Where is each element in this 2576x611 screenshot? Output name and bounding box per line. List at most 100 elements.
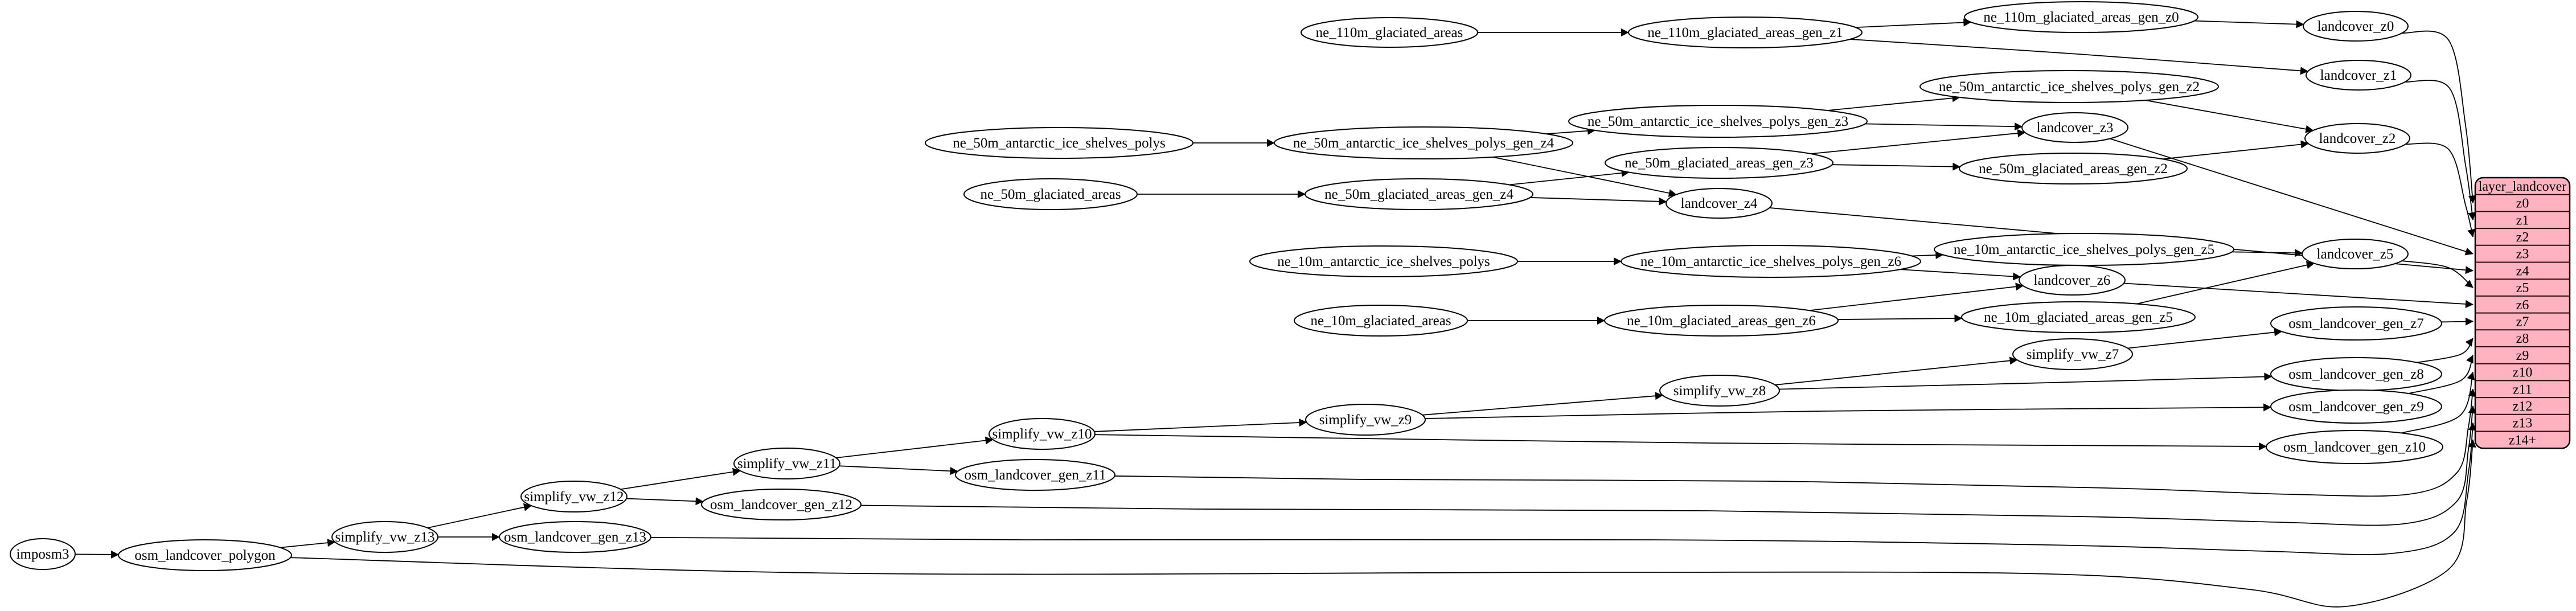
node-label-ne_10m_antarctic_ice_shelves_polys: ne_10m_antarctic_ice_shelves_polys (1277, 254, 1490, 269)
edge-landcover_z5-to-layer-row-z5 (2402, 260, 2474, 288)
node-label-ne_50m_glaciated_areas_gen_z3: ne_50m_glaciated_areas_gen_z3 (1625, 155, 1814, 171)
table-row-z14+: z14+ (2509, 433, 2536, 448)
node-label-osm_landcover_gen_z13: osm_landcover_gen_z13 (504, 530, 646, 545)
node-ne_50m_glaciated_areas_gen_z3: ne_50m_glaciated_areas_gen_z3 (1605, 147, 1833, 179)
node-shape-ne_50m_glaciated_areas (963, 178, 1138, 210)
node-shape-simplify_vw_z10 (988, 418, 1096, 450)
edge-ne_110m_glaciated_areas_gen_z0-to-landcover_z0 (2194, 20, 2304, 28)
table-row-z10: z10 (2513, 366, 2533, 380)
edge-simplify_vw_z10-to-simplify_vw_z9 (1094, 419, 1307, 432)
node-label-osm_landcover_polygon: osm_landcover_polygon (134, 548, 276, 563)
node-landcover_z5: landcover_z5 (2302, 239, 2409, 269)
node-label-osm_landcover_gen_z11: osm_landcover_gen_z11 (965, 468, 1106, 483)
table-row-z4: z4 (2516, 264, 2529, 278)
node-ne_50m_glaciated_areas: ne_50m_glaciated_areas (963, 178, 1138, 210)
node-osm_landcover_gen_z12: osm_landcover_gen_z12 (701, 489, 862, 520)
node-ne_50m_antarctic_ice_shelves_polys_gen_z4: ne_50m_antarctic_ice_shelves_polys_gen_z… (1274, 126, 1573, 159)
node-ne_10m_glaciated_areas: ne_10m_glaciated_areas (1294, 305, 1468, 337)
node-label-landcover_z6: landcover_z6 (2034, 273, 2111, 288)
node-landcover_z3: landcover_z3 (2021, 112, 2128, 143)
table-row-z5: z5 (2516, 281, 2529, 296)
edge-ne_50m_glaciated_areas_gen_z3-to-ne_50m_glaciated_areas_gen_z2 (1832, 162, 1961, 171)
node-shape-osm_landcover_polygon (118, 539, 292, 571)
node-shape-osm_landcover_gen_z10 (2266, 430, 2443, 464)
edge-ne_50m_glaciated_areas_gen_z2-to-landcover_z2 (2163, 140, 2309, 160)
node-shape-ne_10m_glaciated_areas_gen_z5 (1961, 301, 2196, 333)
edge-simplify_vw_z12-to-osm_landcover_gen_z12 (626, 497, 704, 506)
node-label-ne_10m_antarctic_ice_shelves_polys_gen_z5: ne_10m_antarctic_ice_shelves_polys_gen_z… (1954, 242, 2214, 257)
edge-imposm3-to-osm_landcover_polygon (75, 550, 120, 559)
edge-landcover_z3-to-layer-row-z3 (2110, 138, 2474, 256)
node-shape-ne_50m_antarctic_ice_shelves_polys_gen_z2 (1919, 70, 2219, 103)
table-title: layer_landcover (2479, 179, 2567, 194)
node-ne_50m_antarctic_ice_shelves_polys_gen_z3: ne_50m_antarctic_ice_shelves_polys_gen_z… (1568, 105, 1868, 138)
table-row-z0: z0 (2516, 196, 2529, 211)
edge-osm_landcover_polygon-to-layer-row-z14+ (290, 439, 2476, 608)
node-shape-landcover_z5 (2302, 239, 2409, 269)
node-osm_landcover_gen_z10: osm_landcover_gen_z10 (2266, 430, 2443, 464)
node-simplify_vw_z10: simplify_vw_z10 (988, 418, 1096, 450)
node-label-simplify_vw_z9: simplify_vw_z9 (1319, 412, 1412, 428)
edge-osm_landcover_gen_z13-to-layer-row-z13 (650, 422, 2476, 555)
node-simplify_vw_z13: simplify_vw_z13 (331, 521, 438, 553)
node-landcover_z2: landcover_z2 (2304, 123, 2410, 154)
node-label-simplify_vw_z10: simplify_vw_z10 (992, 427, 1092, 442)
node-ne_110m_glaciated_areas: ne_110m_glaciated_areas (1301, 17, 1478, 48)
node-label-ne_110m_glaciated_areas: ne_110m_glaciated_areas (1316, 25, 1463, 40)
node-shape-ne_50m_glaciated_areas_gen_z3 (1605, 147, 1833, 179)
edge-osm_landcover_gen_z11-to-layer-row-z11 (1114, 388, 2476, 497)
node-ne_50m_glaciated_areas_gen_z4: ne_50m_glaciated_areas_gen_z4 (1305, 178, 1533, 210)
node-shape-ne_50m_antarctic_ice_shelves_polys (925, 127, 1193, 159)
node-ne_10m_antarctic_ice_shelves_polys_gen_z5: ne_10m_antarctic_ice_shelves_polys_gen_z… (1934, 233, 2234, 266)
edge-simplify_vw_z7-to-osm_landcover_gen_z7 (2127, 328, 2283, 349)
edge-simplify_vw_z8-to-simplify_vw_z7 (1775, 356, 2018, 386)
node-label-landcover_z2: landcover_z2 (2319, 131, 2396, 146)
node-label-landcover_z4: landcover_z4 (1681, 196, 1758, 211)
node-shape-osm_landcover_gen_z11 (955, 459, 1115, 491)
node-shape-landcover_z0 (2303, 11, 2409, 42)
node-label-simplify_vw_z12: simplify_vw_z12 (524, 489, 624, 505)
table-row-z6: z6 (2516, 298, 2529, 313)
table-row-z7: z7 (2516, 314, 2529, 329)
node-label-osm_landcover_gen_z8: osm_landcover_gen_z8 (2288, 367, 2423, 382)
node-label-ne_50m_antarctic_ice_shelves_polys_gen_z2: ne_50m_antarctic_ice_shelves_polys_gen_z… (1939, 79, 2200, 95)
edge-landcover_z1-to-layer-row-z1 (2405, 80, 2476, 221)
node-shape-ne_110m_glaciated_areas_gen_z0 (1964, 1, 2198, 33)
edge-simplify_vw_z10-to-osm_landcover_gen_z10 (1094, 434, 2267, 450)
edge-ne_110m_glaciated_areas_gen_z1-to-ne_110m_glaciated_areas_gen_z0 (1855, 18, 1972, 28)
node-ne_110m_glaciated_areas_gen_z0: ne_110m_glaciated_areas_gen_z0 (1964, 1, 2198, 33)
node-shape-ne_10m_glaciated_areas (1294, 305, 1468, 337)
node-ne_10m_glaciated_areas_gen_z6: ne_10m_glaciated_areas_gen_z6 (1604, 305, 1839, 337)
node-shape-landcover_z1 (2306, 60, 2411, 91)
node-label-osm_landcover_gen_z12: osm_landcover_gen_z12 (710, 497, 852, 512)
node-simplify_vw_z9: simplify_vw_z9 (1305, 404, 1426, 436)
node-shape-ne_50m_glaciated_areas_gen_z2 (1959, 153, 2188, 184)
node-label-simplify_vw_z8: simplify_vw_z8 (1673, 383, 1766, 399)
node-osm_landcover_gen_z9: osm_landcover_gen_z9 (2270, 389, 2442, 424)
node-landcover_z6: landcover_z6 (2019, 265, 2126, 296)
edge-ne_10m_antarctic_ice_shelves_polys_gen_z6-to-landcover_z6 (1900, 269, 2021, 281)
node-shape-simplify_vw_z12 (520, 481, 627, 512)
edge-osm_landcover_polygon-to-simplify_vw_z13 (280, 539, 336, 548)
edge-ne_10m_glaciated_areas_gen_z5-to-landcover_z5 (2136, 261, 2315, 305)
edge-ne_50m_antarctic_ice_shelves_polys_gen_z3-to-landcover_z3 (1865, 122, 2023, 131)
node-shape-ne_10m_antarctic_ice_shelves_polys (1249, 245, 1518, 277)
edge-simplify_vw_z9-to-simplify_vw_z8 (1422, 392, 1663, 416)
node-shape-landcover_z2 (2304, 123, 2410, 154)
edge-landcover_z2-to-layer-row-z2 (2405, 142, 2475, 237)
node-label-ne_50m_glaciated_areas_gen_z4: ne_50m_glaciated_areas_gen_z4 (1324, 187, 1513, 202)
node-osm_landcover_gen_z7: osm_landcover_gen_z7 (2270, 306, 2442, 341)
node-label-landcover_z3: landcover_z3 (2037, 120, 2114, 136)
node-label-osm_landcover_gen_z9: osm_landcover_gen_z9 (2288, 399, 2423, 415)
node-landcover_z4: landcover_z4 (1666, 188, 1773, 219)
edge-simplify_vw_z9-to-osm_landcover_gen_z9 (1425, 403, 2272, 419)
node-osm_landcover_gen_z11: osm_landcover_gen_z11 (955, 459, 1115, 491)
node-osm_landcover_gen_z13: osm_landcover_gen_z13 (499, 521, 651, 553)
edge-osm_landcover_gen_z8-to-layer-row-z8 (2417, 338, 2474, 363)
node-label-osm_landcover_gen_z10: osm_landcover_gen_z10 (2283, 440, 2426, 455)
node-label-ne_110m_glaciated_areas_gen_z0: ne_110m_glaciated_areas_gen_z0 (1983, 10, 2179, 25)
node-shape-landcover_z6 (2019, 265, 2126, 296)
node-shape-osm_landcover_gen_z7 (2270, 306, 2442, 341)
node-simplify_vw_z7: simplify_vw_z7 (2012, 338, 2133, 370)
